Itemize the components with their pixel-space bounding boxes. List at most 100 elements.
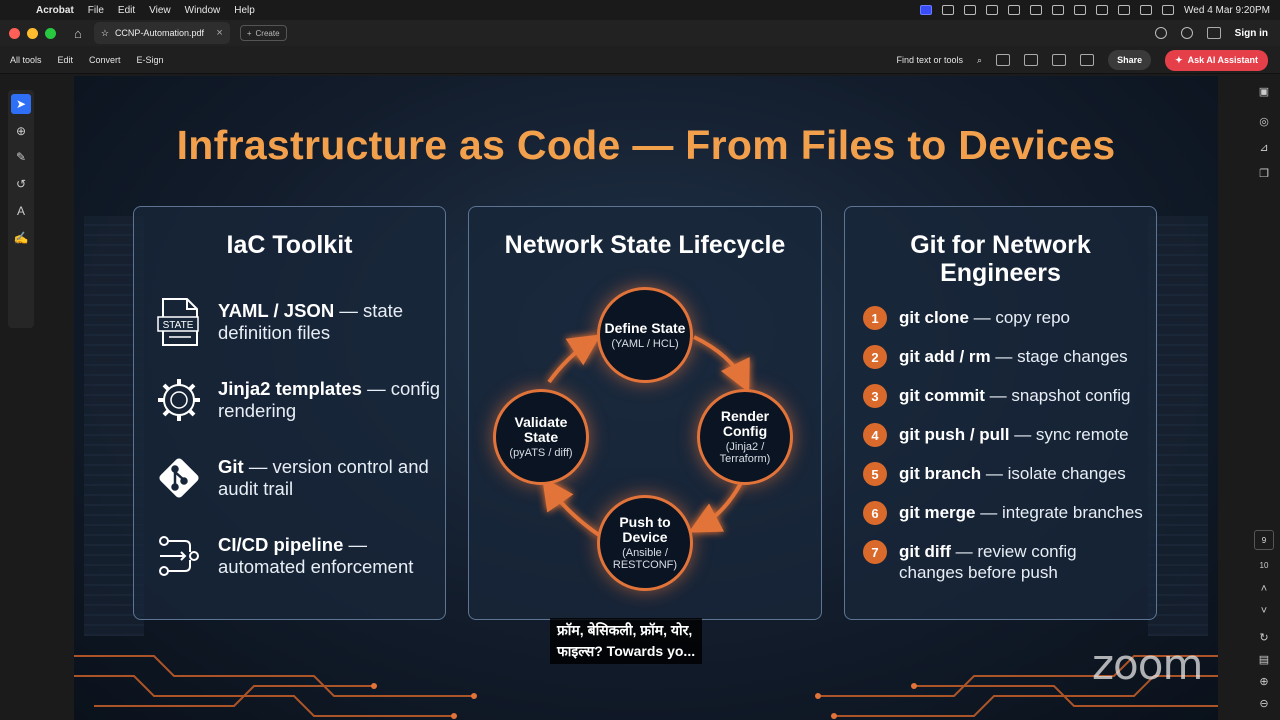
- status-icon[interactable]: [986, 5, 999, 15]
- minimize-window-button[interactable]: [27, 27, 38, 39]
- status-icon[interactable]: [1030, 5, 1043, 15]
- step-number: 6: [863, 501, 887, 525]
- help-icon[interactable]: [1154, 27, 1167, 39]
- lasso-icon[interactable]: ↺: [15, 177, 27, 191]
- git-panel: Git for Network Engineers 1 git clone — …: [844, 206, 1157, 620]
- refresh-icon[interactable]: ↻: [1259, 631, 1269, 644]
- zoom-in-icon[interactable]: ⊕: [1259, 675, 1269, 688]
- create-button[interactable]: + Create: [239, 25, 287, 41]
- lifecycle-node-render: Render Config (Jinja2 / Terraform): [697, 389, 793, 485]
- git-command-row: 5 git branch — isolate changes: [863, 462, 1169, 486]
- status-icon[interactable]: [964, 5, 977, 15]
- ai-assistant-label: Ask AI Assistant: [1187, 55, 1258, 65]
- gear-template-icon: [154, 375, 204, 425]
- sign-in-button[interactable]: Sign in: [1234, 27, 1268, 39]
- notifications-icon[interactable]: [1180, 27, 1193, 39]
- edit-button[interactable]: Edit: [57, 54, 74, 65]
- upload-cloud-icon[interactable]: [1052, 54, 1067, 66]
- node-subtitle: (Ansible / RESTCONF): [612, 547, 678, 571]
- menu-file[interactable]: File: [87, 4, 104, 16]
- control-center-icon[interactable]: [1162, 5, 1175, 15]
- clock[interactable]: Wed 4 Mar 9:20PM: [1184, 4, 1270, 16]
- lifecycle-node-define: Define State (YAML / HCL): [597, 287, 693, 383]
- menu-window[interactable]: Window: [184, 4, 221, 16]
- zoom-tool-icon[interactable]: ⊕: [15, 124, 27, 138]
- toolkit-item: Git — version control and audit trail: [154, 453, 448, 503]
- page-up-icon[interactable]: ˄: [1260, 583, 1268, 595]
- lifecycle-node-push: Push to Device (Ansible / RESTCONF): [597, 495, 693, 591]
- node-title: Validate State: [514, 414, 568, 445]
- toolkit-item: CI/CD pipeline — automated enforcement: [154, 531, 448, 581]
- git-command-text: git commit — snapshot config: [899, 386, 1131, 405]
- print-icon[interactable]: [1080, 54, 1095, 66]
- lifecycle-panel: Network State Lifecycle Define State (YA…: [468, 206, 822, 620]
- highlight-icon[interactable]: ✍: [13, 231, 29, 245]
- save-icon[interactable]: [1024, 54, 1039, 66]
- menu-view[interactable]: View: [149, 4, 171, 16]
- step-number: 2: [863, 345, 887, 369]
- node-title: Define State: [604, 319, 686, 336]
- find-text-or-tools[interactable]: Find text or tools: [896, 55, 964, 65]
- star-icon[interactable]: ☆: [100, 27, 109, 38]
- menu-edit[interactable]: Edit: [117, 4, 136, 16]
- home-icon[interactable]: ⌂: [74, 25, 82, 41]
- state-file-icon: STATE: [154, 297, 204, 347]
- git-command-text: git merge — integrate branches: [899, 503, 1143, 522]
- toolkit-item-text: Jinja2 templates — config rendering: [218, 378, 441, 421]
- ask-ai-assistant-button[interactable]: ✦ Ask AI Assistant: [1165, 49, 1268, 71]
- maximize-window-button[interactable]: [45, 27, 56, 39]
- bluetooth-icon[interactable]: [1052, 5, 1065, 15]
- total-pages: 10: [1259, 560, 1269, 570]
- spotlight-icon[interactable]: [1140, 5, 1153, 15]
- page-down-icon[interactable]: ˅: [1260, 605, 1268, 617]
- share-button[interactable]: Share: [1108, 50, 1152, 70]
- pages-icon[interactable]: ❐: [1259, 167, 1269, 180]
- status-icon[interactable]: [942, 5, 955, 15]
- zoom-share-icon[interactable]: [920, 5, 933, 15]
- convert-button[interactable]: Convert: [89, 54, 121, 65]
- fit-page-icon[interactable]: ▤: [1258, 653, 1270, 666]
- node-subtitle: (pyATS / diff): [509, 447, 573, 459]
- pen-icon[interactable]: ✎: [15, 150, 27, 164]
- close-tab-icon[interactable]: ×: [216, 27, 223, 39]
- menu-app-name[interactable]: Acrobat: [36, 4, 74, 16]
- close-window-button[interactable]: [9, 27, 20, 39]
- panel-heading: Network State Lifecycle: [504, 231, 786, 259]
- text-select-icon[interactable]: A: [16, 204, 25, 218]
- slide-title: Infrastructure as Code — From Files to D…: [176, 122, 1116, 168]
- wifi-icon[interactable]: [1096, 5, 1109, 15]
- comment-icon[interactable]: ▣: [1258, 85, 1270, 98]
- state-badge: STATE: [163, 320, 194, 331]
- git-command-text: git add / rm — stage changes: [899, 347, 1128, 366]
- server-rack-right: [1148, 216, 1208, 636]
- tab-title: CCNP-Automation.pdf: [114, 28, 204, 38]
- iac-toolkit-panel: IaC Toolkit STATE YAML / JSON — state de…: [133, 206, 446, 620]
- current-page[interactable]: 9: [1254, 530, 1274, 550]
- ai-tools-icon[interactable]: [996, 54, 1011, 66]
- tab-document[interactable]: ☆ CCNP-Automation.pdf ×: [93, 22, 230, 44]
- macos-menubar: Acrobat File Edit View Window Help Wed 4…: [0, 0, 1280, 20]
- all-tools-button[interactable]: All tools: [10, 54, 42, 65]
- zoom-watermark: zoom: [1092, 640, 1203, 689]
- bookmark-icon[interactable]: ⊿: [1259, 141, 1269, 154]
- battery-icon[interactable]: [1118, 5, 1131, 15]
- display-icon[interactable]: [1074, 5, 1087, 15]
- right-tool-rail: ▣ ◎ ⊿ ❐ 9 10 ˄ ˅ ↻ ▤ ⊕ ⊖: [1248, 74, 1280, 720]
- search-icon[interactable]: ⌕: [977, 54, 983, 65]
- circuit-decoration: [74, 655, 1218, 719]
- git-command-row: 3 git commit — snapshot config: [863, 384, 1169, 408]
- git-command-text: git clone — copy repo: [899, 308, 1071, 327]
- apps-grid-icon[interactable]: [1206, 27, 1221, 39]
- status-icon[interactable]: [1008, 5, 1021, 15]
- toolkit-item-text: YAML / JSON — state definition files: [218, 300, 404, 343]
- zoom-out-icon[interactable]: ⊖: [1259, 697, 1269, 710]
- node-title: Push to Device: [619, 514, 671, 545]
- step-number: 5: [863, 462, 887, 486]
- pipeline-icon: [154, 531, 204, 581]
- edit-pdf-icon[interactable]: ◎: [1259, 115, 1269, 128]
- esign-button[interactable]: E-Sign: [136, 54, 164, 65]
- tool-strip: [8, 90, 34, 328]
- node-subtitle: (YAML / HCL): [611, 337, 679, 350]
- select-cursor-icon[interactable]: ➤: [11, 94, 31, 114]
- menu-help[interactable]: Help: [234, 4, 255, 16]
